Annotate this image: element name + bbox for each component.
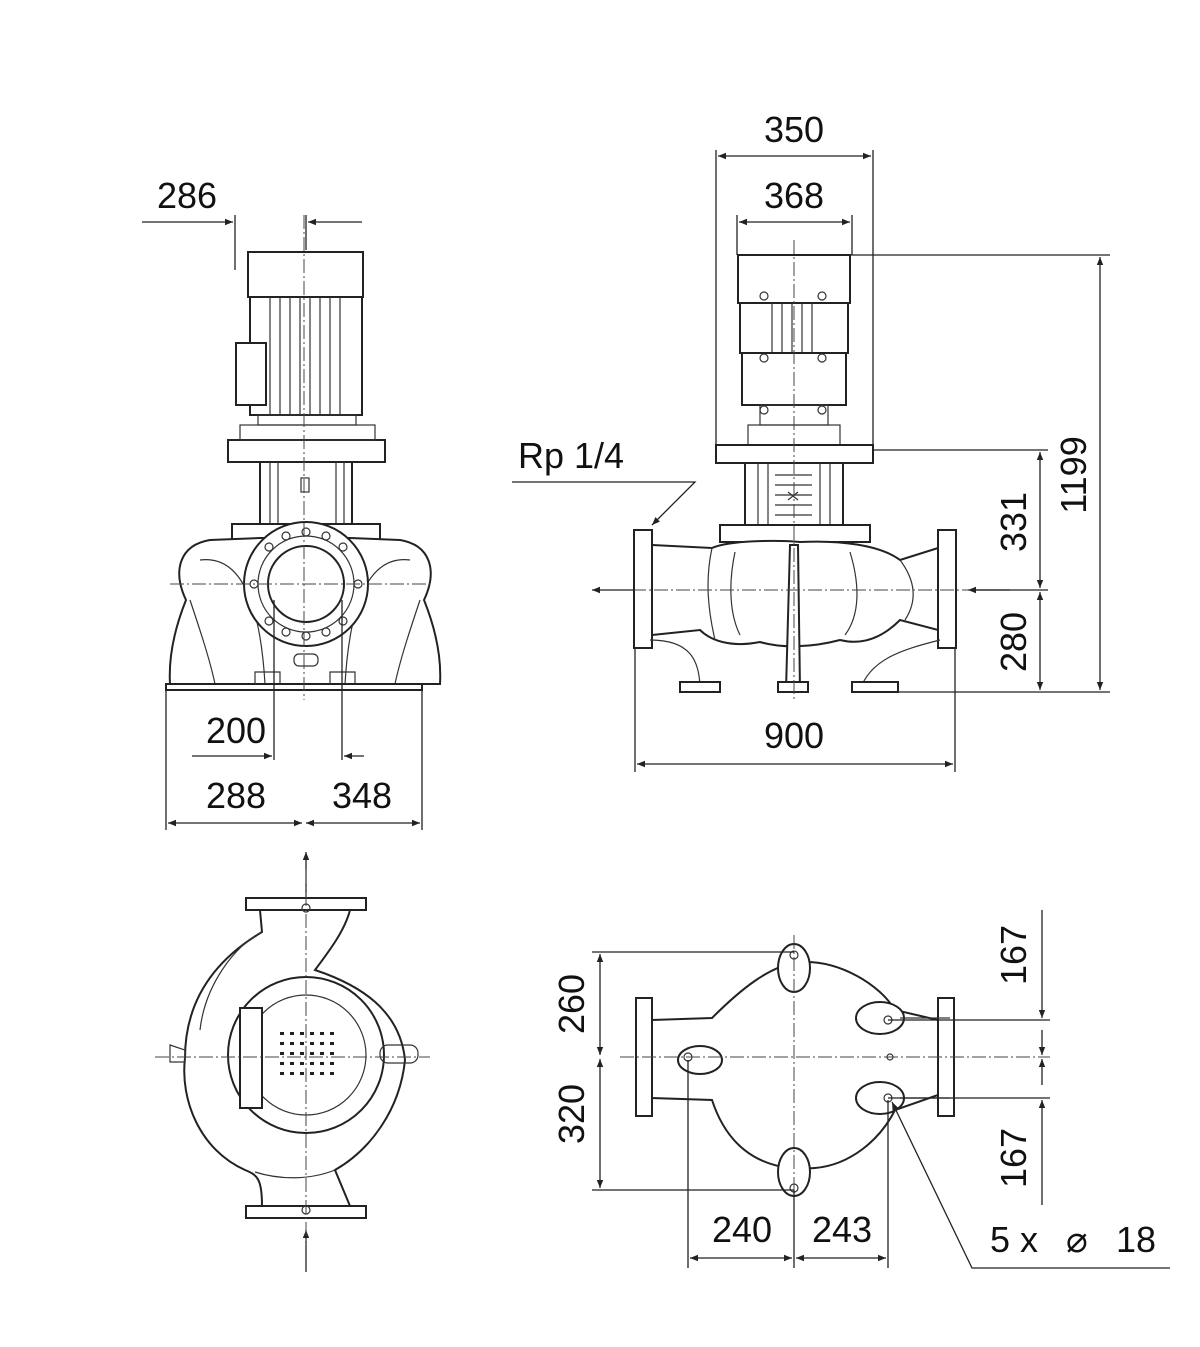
vent-callout: Rp 1/4 [512,435,697,526]
eye-dot [280,1072,284,1075]
eye-dot [320,1062,324,1065]
eye-dot [280,1032,284,1035]
eye-dot [290,1052,294,1055]
dim-200-label: 200 [206,710,266,751]
side-casing [633,529,957,693]
eye-dot [320,1032,324,1035]
dim-260-label: 260 [551,974,592,1034]
dim-200: 200 [192,600,364,760]
eye-dot [330,1062,334,1065]
diameter-symbol: ⌀ [1066,1219,1088,1260]
dim-331-280: 331 280 [873,449,1048,690]
dim-900-label: 900 [764,715,824,756]
hole-diameter-label: 18 [1116,1219,1156,1260]
vent-label: Rp 1/4 [518,435,624,476]
dim-348-label: 348 [332,775,392,816]
eye-dot [310,1052,314,1055]
side-lantern [719,462,871,543]
base-plan-view: 260 320 167 167 240 243 5 x ⌀ [551,910,1170,1269]
dim-331-label: 331 [993,492,1034,552]
dim-350: 350 [715,109,874,445]
eye-dot [330,1032,334,1035]
eye-dot [300,1062,304,1065]
dim-167-top-label: 167 [993,925,1034,985]
eye-dot [280,1052,284,1055]
dim-368-label: 368 [764,175,824,216]
dim-243-label: 243 [812,1209,872,1250]
front-casing [165,521,442,691]
dim-280-label: 280 [993,612,1034,672]
eye-dot [310,1062,314,1065]
eye-dot [330,1072,334,1075]
dim-288-label: 288 [206,775,266,816]
eye-dot [320,1042,324,1045]
eye-dot [330,1052,334,1055]
eye-dot [290,1032,294,1035]
front-view: 286 200 288 348 [142,175,442,830]
dim-167: 167 167 [888,910,1050,1205]
dim-900: 900 [634,648,956,772]
front-motor [227,251,386,463]
hole-count-label: 5 x [990,1219,1038,1260]
eye-dot [320,1052,324,1055]
dim-240-243: 240 243 [687,1060,889,1268]
eye-dot [280,1042,284,1045]
eye-dot [300,1042,304,1045]
dim-1199-label: 1199 [1053,436,1094,513]
eye-dot [320,1072,324,1075]
eye-dot [330,1042,334,1045]
dim-286: 286 [142,175,362,270]
eye-dot [300,1052,304,1055]
eye-dot [310,1042,314,1045]
dim-288-348: 288 348 [165,690,423,830]
dim-260-320: 260 320 [551,951,794,1191]
eye-dot [310,1072,314,1075]
eye-dot [290,1042,294,1045]
eye-dot [300,1072,304,1075]
dim-368: 368 [736,175,853,255]
dim-350-label: 350 [764,109,824,150]
dim-167-bottom-label: 167 [993,1128,1034,1188]
dim-320-label: 320 [551,1084,592,1144]
dim-240-label: 240 [712,1209,772,1250]
side-view: Rp 1/4 350 368 1199 331 280 [512,109,1110,772]
eye-dot [280,1062,284,1065]
dim-1199: 1199 [850,254,1110,693]
top-view [155,852,430,1272]
eye-dot [310,1032,314,1035]
dim-286-label: 286 [157,175,217,216]
eye-dot [290,1062,294,1065]
hole-callout: 5 x ⌀ 18 [891,1101,1170,1269]
eye-dot [300,1032,304,1035]
impeller-eye-pattern [280,1032,334,1075]
eye-dot [290,1072,294,1075]
